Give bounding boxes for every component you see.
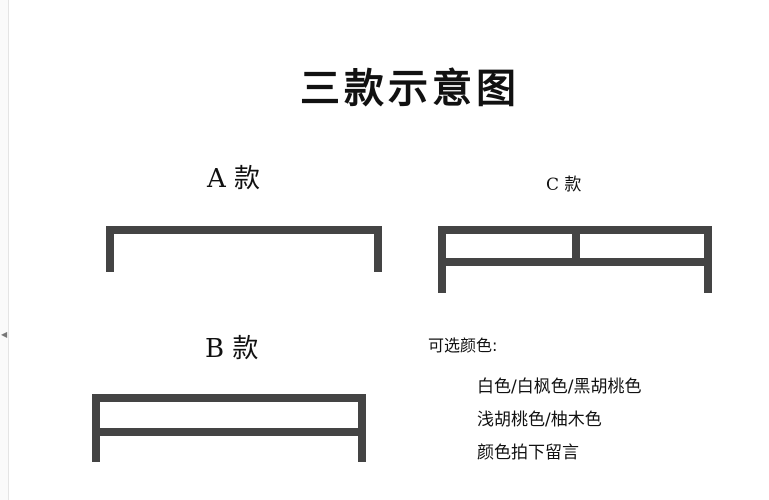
left-arrow-icon[interactable]: ◀ [1,330,8,339]
style-a-frame [106,226,382,272]
page-title: 三款示意图 [300,65,520,112]
style-b-lower-rail [92,428,366,436]
color-option-line-1: 白色/白枫色/黑胡桃色 [477,377,642,397]
style-a-label: A 款 [207,164,261,194]
style-b-top-bar [92,394,366,402]
color-option-line-2: 浅胡桃色/柚木色 [477,410,602,430]
style-c-middle-post [572,226,580,266]
style-b-left-leg [92,394,100,462]
style-c-label: C 款 [546,175,582,195]
style-b-label: B 款 [205,334,259,364]
colors-heading: 可选颜色: [428,336,498,355]
style-c-frame [438,226,712,293]
color-note: 颜色拍下留言 [477,443,579,463]
style-a-right-leg [374,226,382,272]
style-c-left-leg [438,226,446,293]
style-a-top-bar [106,226,382,234]
style-b-right-leg [358,394,366,462]
left-page-edge: ◀ [0,0,9,500]
style-a-left-leg [106,226,114,272]
style-c-right-leg [704,226,712,293]
style-b-frame [92,394,366,462]
